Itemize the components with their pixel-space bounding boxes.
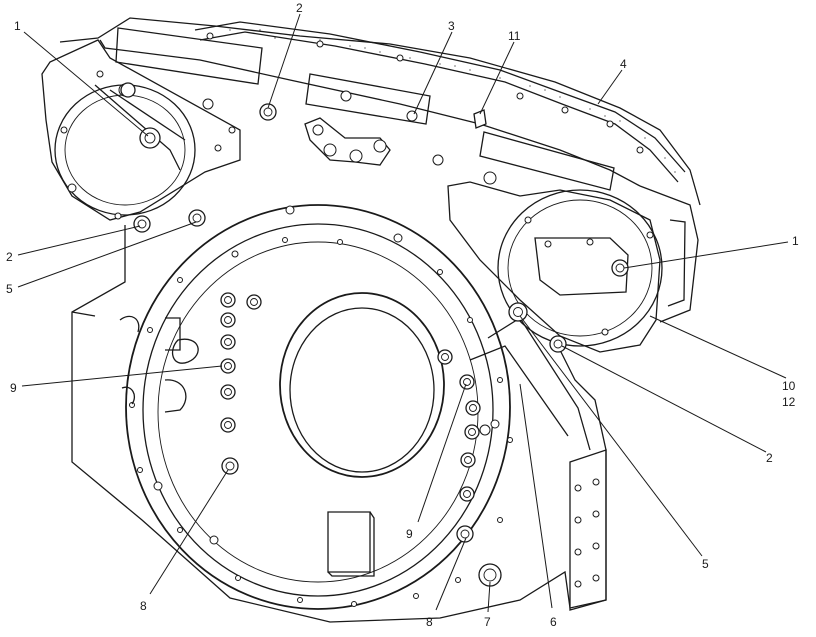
callout-5-left: 5 (6, 282, 13, 296)
left-opening (41, 39, 241, 221)
rim-holes (129, 205, 513, 607)
callout-8-left: 8 (140, 599, 147, 613)
top-cover-plate (59, 17, 701, 206)
callout-10: 10 (782, 379, 796, 393)
callout-1-right: 1 (792, 234, 799, 248)
callout-2-right: 2 (766, 451, 773, 465)
callout-labels: 1 2 3 11 4 1 2 5 9 10 12 2 9 5 8 8 7 6 (6, 1, 799, 629)
callout-3: 3 (448, 19, 455, 33)
callout-6: 6 (550, 615, 557, 629)
right-opening (447, 181, 699, 353)
bolt-column-left (220, 292, 262, 475)
callout-11: 11 (508, 29, 521, 43)
callout-5-bottom: 5 (702, 557, 709, 571)
callout-9-left: 9 (10, 381, 17, 395)
callout-12: 12 (782, 395, 796, 409)
flywheel-rings (119, 103, 567, 610)
callout-1-top-left: 1 (14, 19, 21, 33)
callout-8-right: 8 (426, 615, 433, 629)
callout-2-left: 2 (6, 250, 13, 264)
leader-lines (17, 13, 789, 613)
callout-7: 7 (484, 615, 491, 629)
callout-4: 4 (620, 57, 627, 71)
gasket-stipple (229, 29, 676, 173)
callout-2-top: 2 (296, 1, 303, 15)
callout-9-bottom: 9 (406, 527, 413, 541)
link-bracket (304, 117, 391, 166)
bolt-column-right (437, 349, 500, 543)
housing-body (71, 225, 607, 623)
